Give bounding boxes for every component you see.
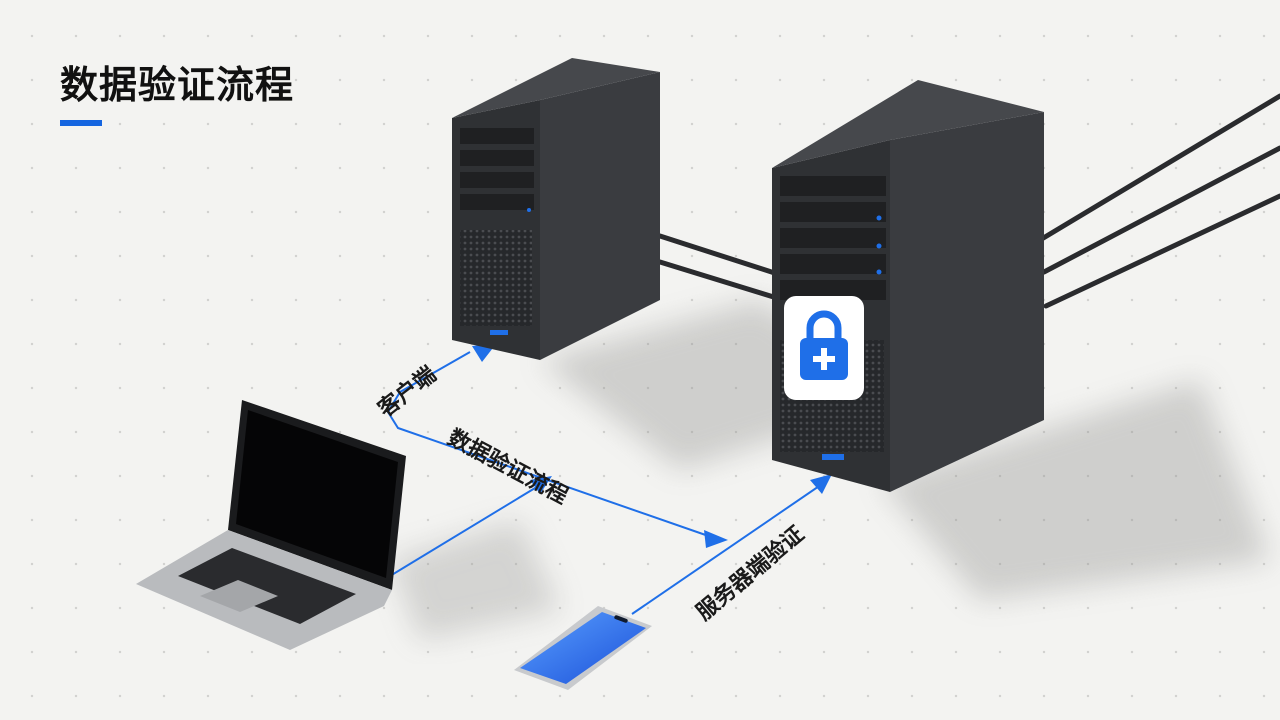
laptop	[136, 400, 406, 650]
network-cables	[657, 93, 1280, 309]
client-server-tower	[452, 58, 660, 360]
page-title: 数据验证流程	[60, 63, 295, 107]
title-underline	[60, 120, 102, 126]
main-server-tower	[772, 80, 1044, 492]
lock-plus-icon	[784, 296, 864, 400]
smartphone	[514, 606, 652, 690]
flow-arrows	[386, 351, 829, 615]
